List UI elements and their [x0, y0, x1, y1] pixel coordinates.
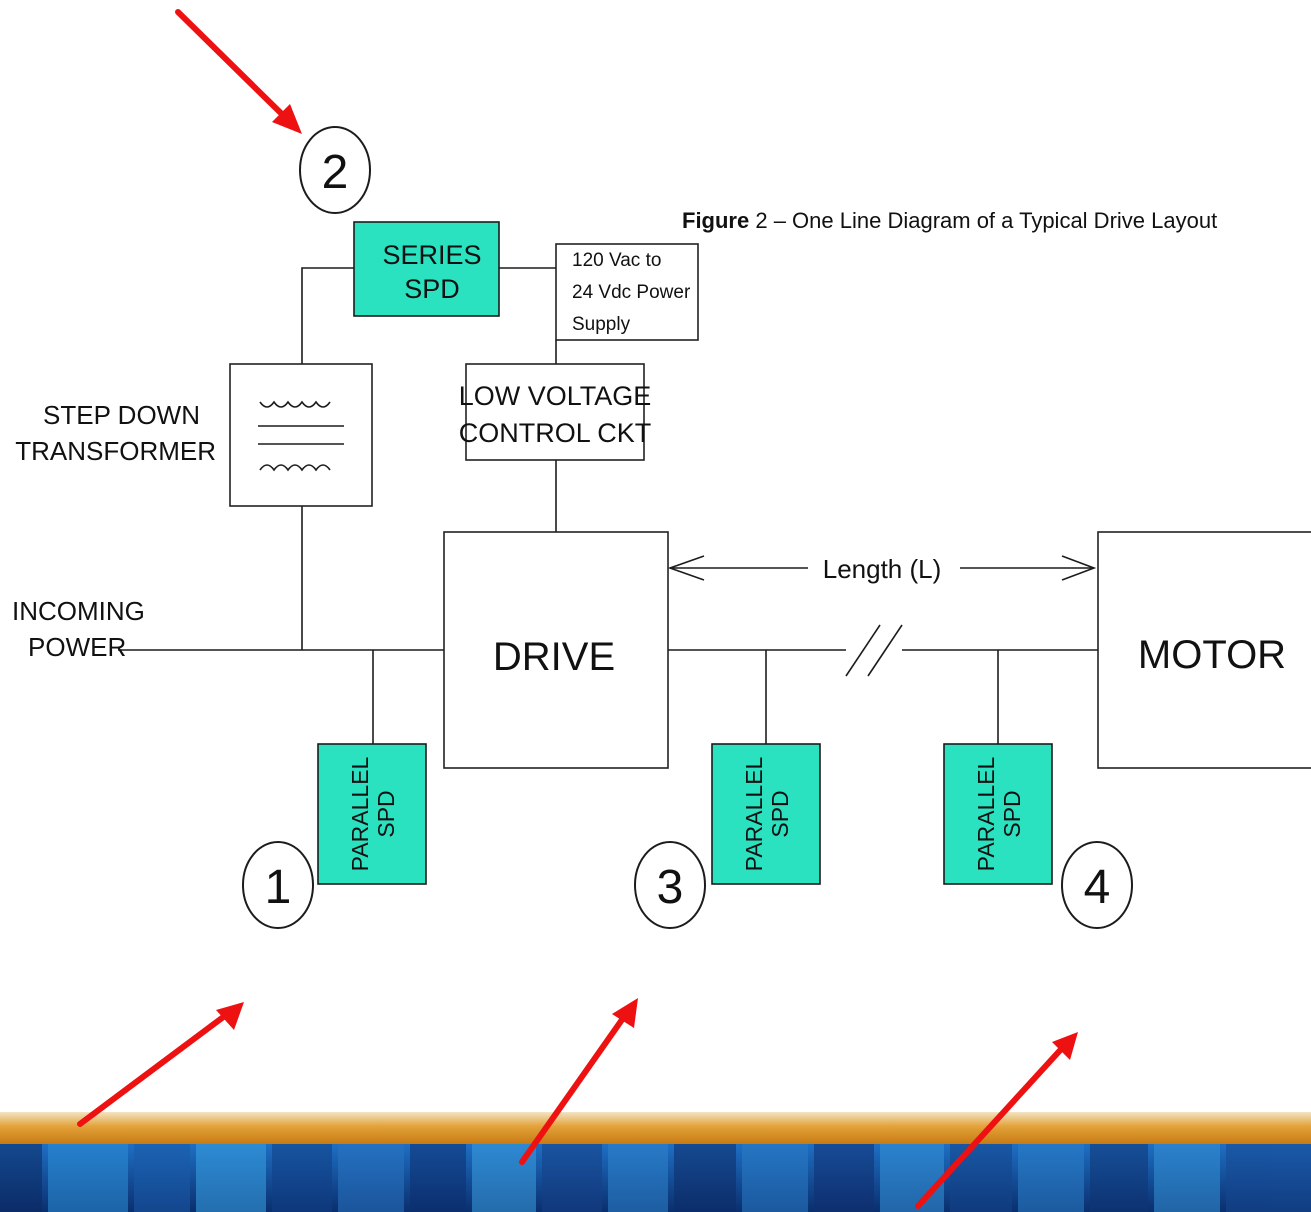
low-voltage-control: LOW VOLTAGE CONTROL CKT	[459, 364, 652, 460]
parallel-spd-3-label-2: SPD	[767, 790, 793, 837]
length-dimension: Length (L)	[670, 554, 1094, 584]
power-supply-label-1: 120 Vac to	[572, 250, 661, 271]
series-spd-label-1: SERIES	[382, 240, 481, 270]
caption-rest: 2 – One Line Diagram of a Typical Drive …	[749, 208, 1217, 233]
power-supply-label-2: 24 Vdc Power	[572, 282, 691, 303]
length-label: Length (L)	[823, 554, 942, 584]
parallel-spd-1-label-1: PARALLEL	[347, 756, 373, 871]
transformer-label-2: TRANSFORMER	[15, 436, 216, 466]
drive-label: DRIVE	[493, 635, 615, 679]
incoming-label-2: POWER	[28, 632, 126, 662]
parallel-spd-1-label-2: SPD	[373, 790, 399, 837]
callout-2-label: 2	[322, 146, 349, 199]
incoming-power: INCOMING POWER	[12, 596, 145, 662]
parallel-spd-4-label-2: SPD	[999, 790, 1025, 837]
motor-label: MOTOR	[1138, 633, 1286, 677]
parallel-spd-3: PARALLEL SPD	[712, 744, 820, 884]
caption-prefix: Figure	[682, 208, 749, 233]
figure-caption: Figure 2 – One Line Diagram of a Typical…	[682, 208, 1217, 233]
low-voltage-label-2: CONTROL CKT	[459, 418, 652, 448]
callout-1-label: 1	[265, 861, 292, 914]
step-down-transformer: STEP DOWN TRANSFORMER	[15, 364, 372, 506]
callout-3: 3	[635, 842, 705, 928]
series-spd-label-2: SPD	[404, 274, 460, 304]
incoming-label-1: INCOMING	[12, 596, 145, 626]
parallel-spd-1: PARALLEL SPD	[318, 744, 426, 884]
red-arrow-icon	[80, 1002, 244, 1124]
power-supply: 120 Vac to 24 Vdc Power Supply	[556, 244, 698, 340]
transformer-label-1: STEP DOWN	[43, 400, 200, 430]
bottom-banner	[0, 1112, 1311, 1212]
power-supply-label-3: Supply	[572, 314, 631, 335]
parallel-spd-4: PARALLEL SPD	[944, 744, 1052, 884]
callout-1: 1	[243, 842, 313, 928]
drive-block: DRIVE	[444, 532, 668, 768]
callout-3-label: 3	[657, 861, 684, 914]
parallel-spd-3-label-1: PARALLEL	[741, 756, 767, 871]
callout-4-label: 4	[1084, 861, 1111, 914]
callout-2: 2	[300, 127, 370, 213]
motor-block: MOTOR	[1098, 532, 1311, 768]
break-mark-icon	[846, 625, 902, 676]
parallel-spd-4-label-1: PARALLEL	[973, 756, 999, 871]
low-voltage-label-1: LOW VOLTAGE	[459, 381, 652, 411]
red-arrow-icon	[178, 12, 302, 134]
callout-4: 4	[1062, 842, 1132, 928]
series-spd: SERIES SPD	[354, 222, 499, 316]
